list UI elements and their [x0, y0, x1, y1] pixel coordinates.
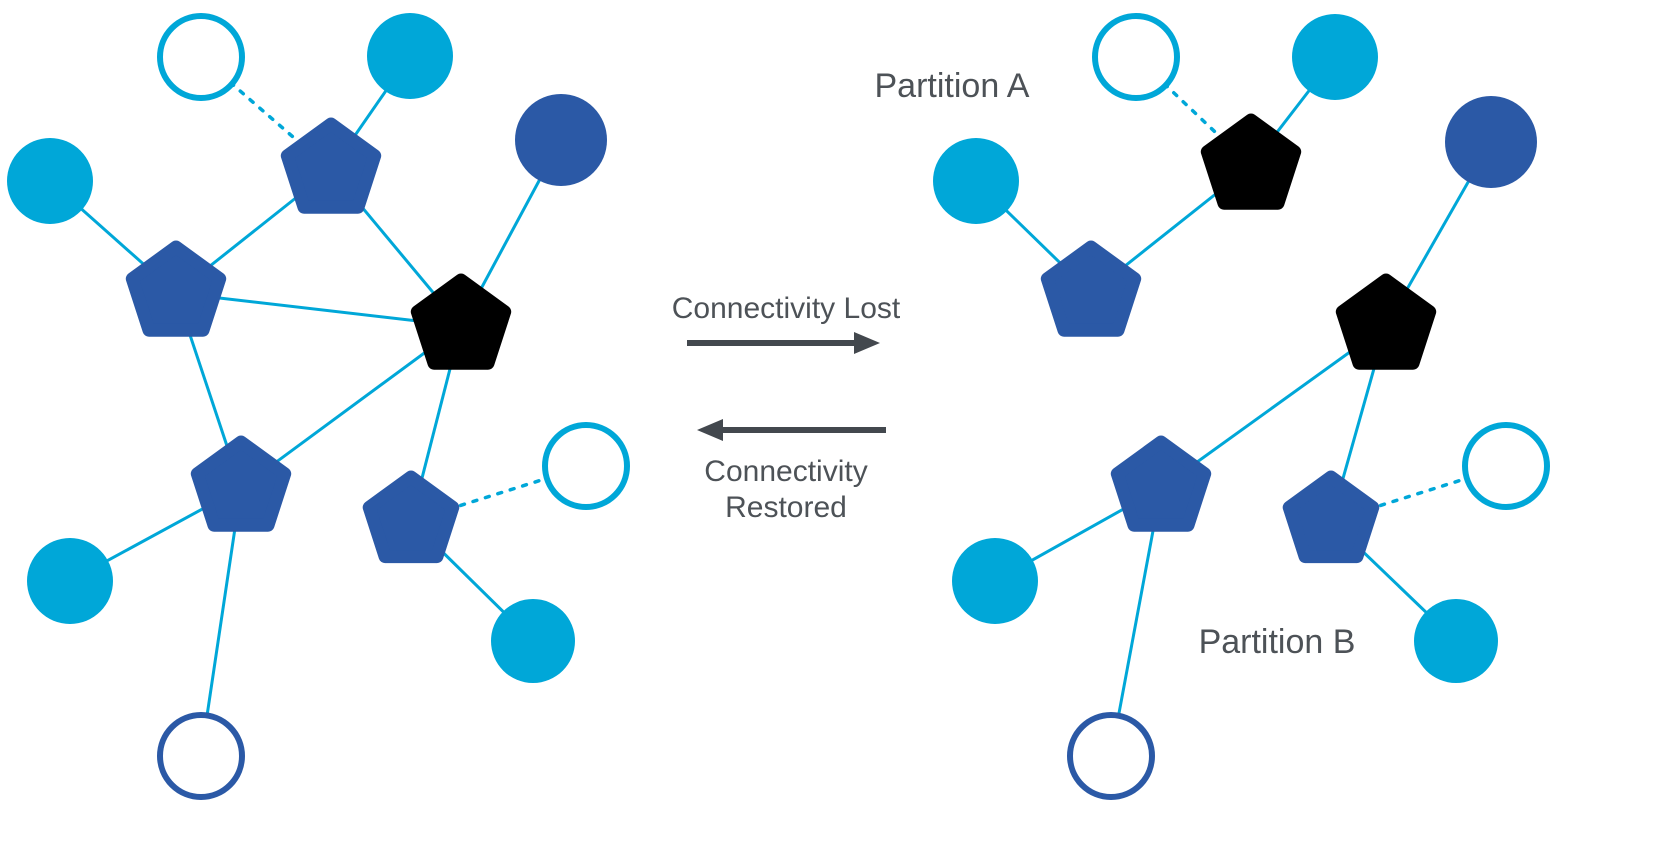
partitioned-network-graph: [933, 13, 1550, 800]
transition-arrows: [687, 332, 886, 441]
dark-blue-circle-right-node: [1445, 96, 1537, 188]
blue-pentagon-bottom-right-node: [1282, 470, 1380, 564]
outlined-dark-blue-circle-bottom-node: [1067, 712, 1155, 800]
cyan-circle-bottom-left-node: [952, 538, 1038, 624]
connectivity-lost-arrow-head: [854, 332, 880, 354]
cyan-circle-top-node: [1292, 14, 1378, 100]
cyan-circle-bottom-right-node: [1414, 599, 1498, 683]
partition-b-label: Partition B: [1199, 623, 1356, 661]
blue-pentagon-bottom-left-node: [190, 435, 292, 532]
connectivity-restored-label-line1: Connectivity: [704, 455, 867, 488]
outlined-cyan-circle-right-node: [542, 422, 630, 510]
network-edge-blue-pentagon-bottom-left--outlined-dark-blue-circle-bottom: [1109, 487, 1163, 757]
network-edge-blue-pentagon-bottom-left--outlined-dark-blue-circle-bottom: [199, 487, 243, 757]
cyan-circle-left-node: [7, 138, 93, 224]
blue-pentagon-left-node: [125, 240, 227, 337]
cyan-circle-bottom-left-node: [27, 538, 113, 624]
outlined-cyan-circle-top-node: [157, 13, 245, 101]
network-edge-black-pentagon--blue-pentagon-bottom-left: [1160, 324, 1387, 490]
connectivity-lost-label: Connectivity Lost: [672, 292, 901, 325]
blue-pentagon-bottom-left-node: [1110, 435, 1212, 532]
blue-pentagon-left-node: [1040, 240, 1142, 337]
black-pentagon-node: [410, 273, 512, 370]
connectivity-restored-arrow-head: [697, 419, 723, 441]
connectivity-restored-label-line2: Restored: [725, 491, 847, 524]
blue-pentagon-top-node: [280, 117, 382, 214]
black-pentagon-node: [1335, 273, 1437, 370]
outlined-dark-blue-circle-bottom-node: [157, 712, 245, 800]
cyan-circle-bottom-right-node: [491, 599, 575, 683]
cyan-circle-left-node: [933, 138, 1019, 224]
outlined-cyan-circle-right-node: [1462, 422, 1550, 510]
dark-blue-circle-right-node: [515, 94, 607, 186]
blue-pentagon-bottom-right-node: [362, 470, 460, 564]
partition-a-label: Partition A: [875, 67, 1030, 105]
full-network-graph: [7, 13, 630, 800]
black-pentagon-top-node: [1200, 113, 1302, 210]
cyan-circle-top-node: [367, 13, 453, 99]
outlined-cyan-circle-top-node: [1092, 13, 1180, 101]
